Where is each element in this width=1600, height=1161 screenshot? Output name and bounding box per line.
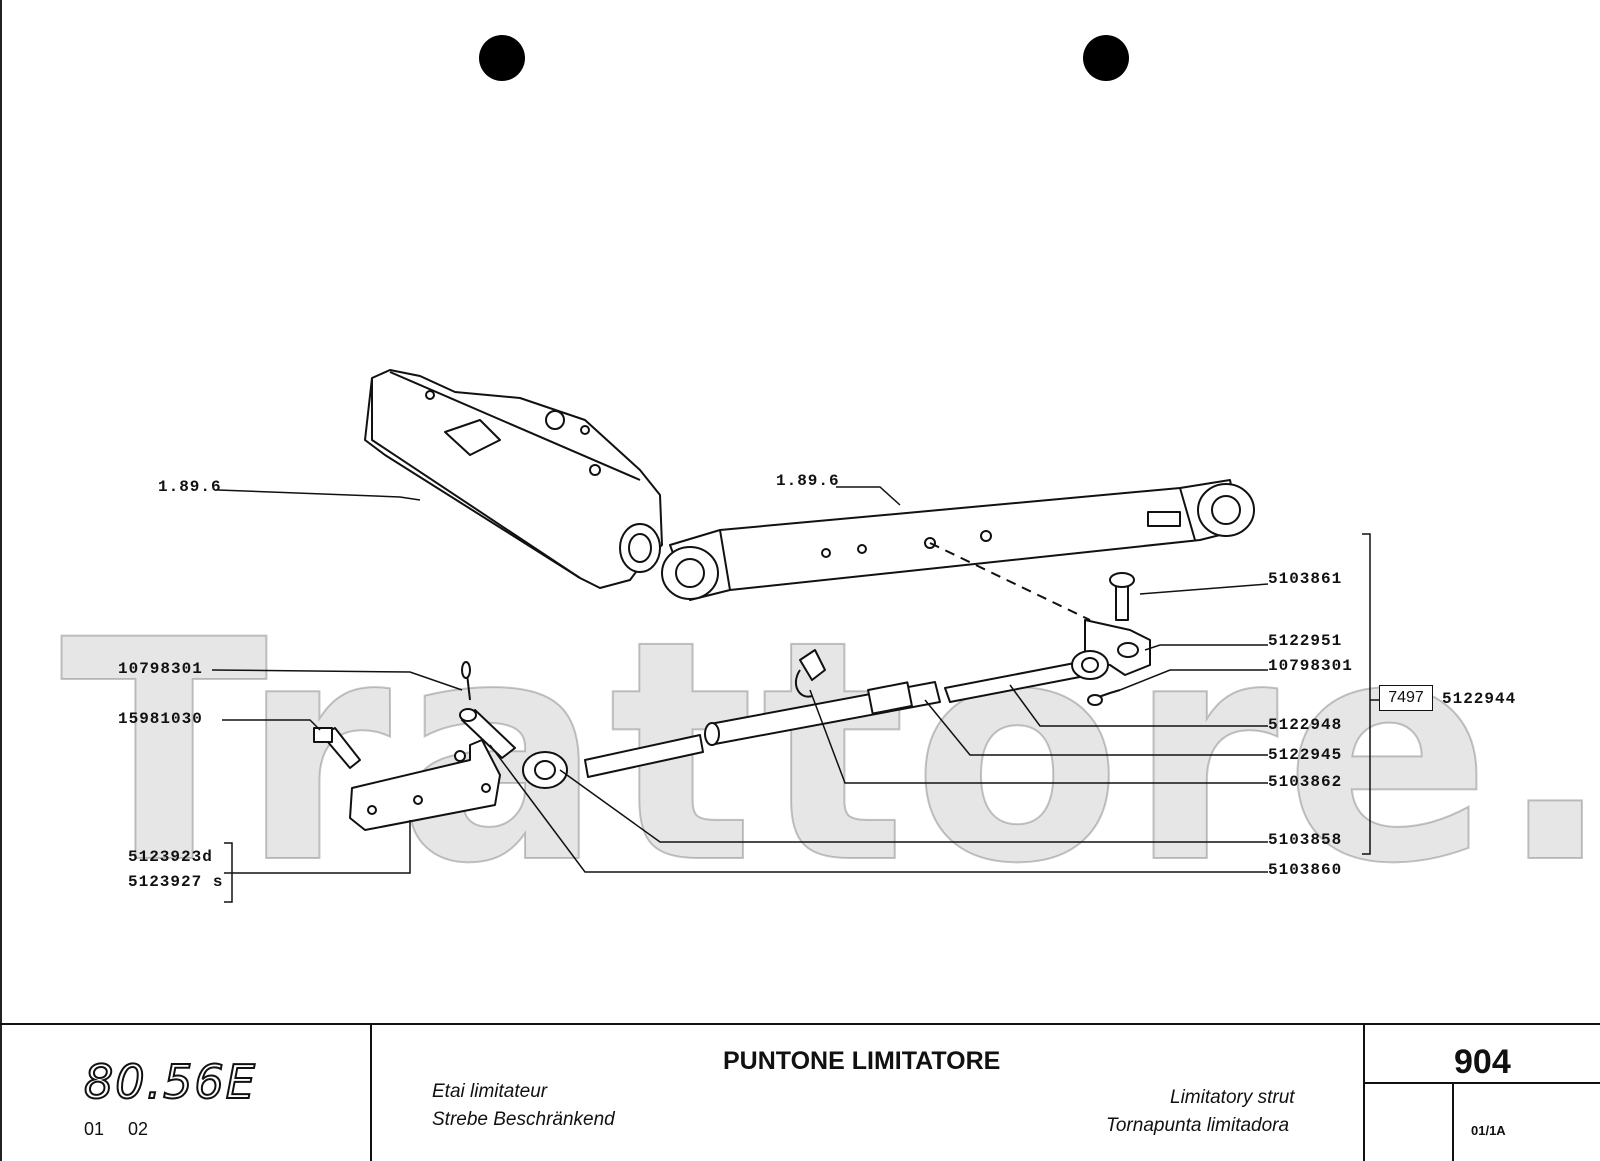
callout-15981030: 15981030 — [118, 710, 203, 728]
mounting-plate — [349, 739, 501, 831]
callout-10798301-right: 10798301 — [1268, 657, 1353, 675]
callout-5122945: 5122945 — [1268, 746, 1343, 764]
callout-5103861: 5103861 — [1268, 570, 1343, 588]
version-b: 02 — [128, 1119, 149, 1139]
kit-ref-box: 7497 — [1379, 685, 1433, 711]
model-code: 80.56E — [83, 1054, 257, 1110]
callout-5122948: 5122948 — [1268, 716, 1343, 734]
callout-5123923d: 5123923d — [128, 848, 213, 866]
page-edge — [0, 0, 2, 1161]
punch-hole-left — [479, 35, 525, 81]
title-italian: PUNTONE LIMITATORE — [723, 1047, 1001, 1075]
housing-window — [444, 419, 501, 456]
callout-10798301-left: 10798301 — [118, 660, 203, 678]
page-sub-code: 01/1A — [1471, 1123, 1506, 1138]
title-block: 80.56E 01 02 PUNTONE LIMITATORE Etai lim… — [0, 1023, 1600, 1161]
version-a: 01 — [84, 1119, 105, 1139]
parts-drawing — [211, 369, 1379, 903]
callout-5122944: 5122944 — [1442, 690, 1517, 708]
callout-5123927s: 5123927 s — [128, 873, 224, 891]
callout-1-89-6-right: 1.89.6 — [776, 472, 840, 490]
callout-5103862: 5103862 — [1268, 773, 1343, 791]
lift-arm — [669, 479, 1241, 601]
callout-5103858: 5103858 — [1268, 831, 1343, 849]
punch-hole-right — [1083, 35, 1129, 81]
title-french: Etai limitateur — [432, 1081, 548, 1102]
page-number: 904 — [1454, 1043, 1511, 1081]
bracket-housing — [364, 369, 663, 589]
callout-5103860: 5103860 — [1268, 861, 1343, 879]
callout-1-89-6-left: 1.89.6 — [158, 478, 222, 496]
title-english: Limitatory strut — [1170, 1087, 1295, 1108]
callout-5122951: 5122951 — [1268, 632, 1343, 650]
title-spanish: Tornapunta limitadora — [1106, 1115, 1290, 1136]
title-german: Strebe Beschränkend — [432, 1109, 615, 1130]
